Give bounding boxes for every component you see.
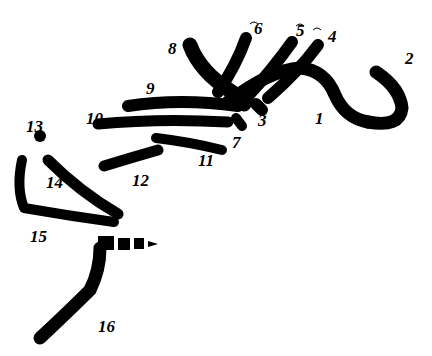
callout-number: 7 bbox=[232, 134, 241, 151]
callout-number: 9 bbox=[146, 80, 155, 97]
callout-number: 3 bbox=[258, 112, 267, 129]
chromosome bbox=[104, 150, 158, 166]
chromosome bbox=[128, 102, 238, 106]
callout-number: 11 bbox=[198, 152, 214, 169]
callout-number: 6 bbox=[254, 20, 263, 37]
chromosome bbox=[134, 238, 144, 249]
callout-number: 1 bbox=[315, 110, 324, 127]
chromosome bbox=[256, 104, 262, 110]
callout-number: 5 bbox=[296, 22, 305, 39]
callout-number: 12 bbox=[132, 172, 149, 189]
chromosome bbox=[156, 138, 222, 150]
chromosome bbox=[148, 241, 158, 247]
chromosome bbox=[40, 248, 100, 338]
callout-number: 13 bbox=[26, 118, 43, 135]
callout-number: 4 bbox=[328, 28, 337, 45]
chromosome bbox=[236, 118, 242, 126]
callout-number: 14 bbox=[46, 174, 63, 191]
chromosome bbox=[19, 160, 114, 222]
chromosome bbox=[368, 72, 402, 123]
chromosome bbox=[98, 236, 114, 250]
chromosome bbox=[98, 120, 228, 124]
callout-number: 8 bbox=[168, 40, 177, 57]
callout-number: 10 bbox=[86, 110, 103, 127]
callout-number: 2 bbox=[405, 50, 414, 67]
callout-number: 15 bbox=[30, 228, 47, 245]
callout-number: 16 bbox=[98, 318, 115, 335]
chromosome bbox=[248, 42, 292, 96]
chromosome bbox=[190, 45, 244, 104]
satellite-mark bbox=[313, 28, 321, 30]
chromosome bbox=[118, 238, 130, 250]
